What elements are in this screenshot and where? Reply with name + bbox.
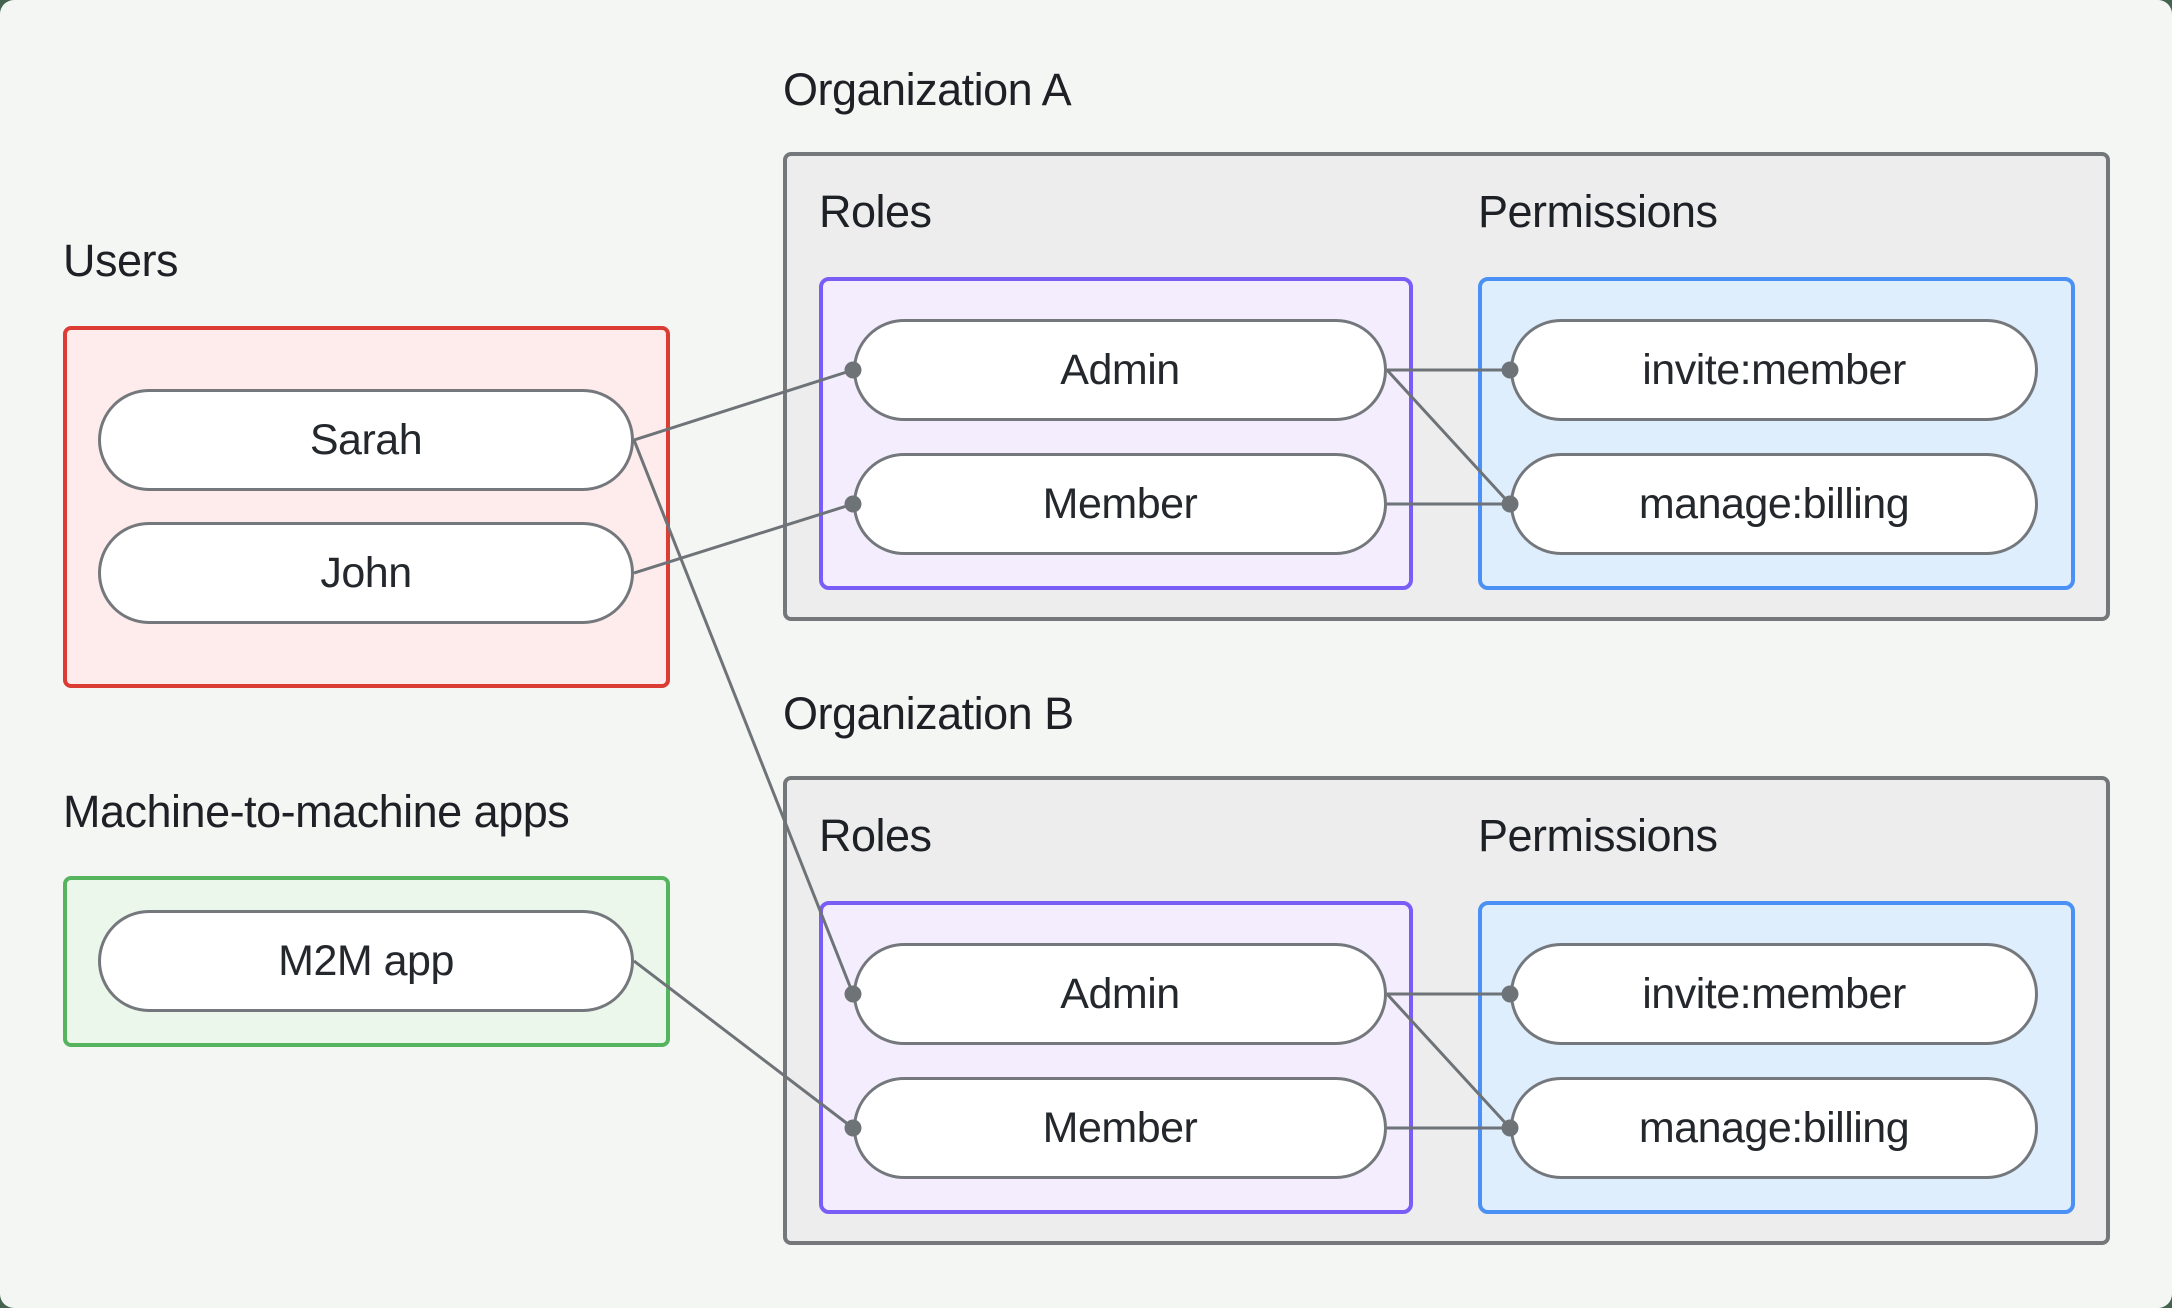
user-pill-sarah-label: Sarah: [309, 415, 423, 464]
m2m-app-pill-label: M2M app: [278, 936, 454, 985]
org-b-role-pill-member: Member: [853, 1077, 1387, 1179]
org-b-role-admin-label: Admin: [1060, 969, 1180, 1018]
org-a-title: Organization A: [783, 64, 1072, 115]
m2m-app-pill: M2M app: [98, 910, 634, 1012]
org-a-permission-invite-label: invite:member: [1642, 345, 1906, 394]
user-pill-john: John: [98, 522, 634, 624]
org-b-role-pill-admin: Admin: [853, 943, 1387, 1045]
org-a-permissions-label: Permissions: [1478, 186, 1718, 237]
org-b-permission-pill-invite-member: invite:member: [1510, 943, 2038, 1045]
org-a-permission-pill-manage-billing: manage:billing: [1510, 453, 2038, 555]
org-a-role-pill-admin: Admin: [853, 319, 1387, 421]
org-a-roles-label: Roles: [819, 186, 932, 237]
org-a-role-admin-label: Admin: [1060, 345, 1180, 394]
org-b-permission-pill-manage-billing: manage:billing: [1510, 1077, 2038, 1179]
users-group-label: Users: [63, 235, 179, 286]
org-b-roles-label: Roles: [819, 810, 932, 861]
m2m-group-label: Machine-to-machine apps: [63, 786, 570, 837]
org-b-role-member-label: Member: [1042, 1103, 1198, 1152]
org-b-permissions-label: Permissions: [1478, 810, 1718, 861]
org-a-permission-billing-label: manage:billing: [1638, 479, 1910, 528]
users-group-box: [63, 326, 670, 688]
org-a-role-pill-member: Member: [853, 453, 1387, 555]
org-b-title: Organization B: [783, 688, 1074, 739]
org-a-permission-pill-invite-member: invite:member: [1510, 319, 2038, 421]
user-pill-sarah: Sarah: [98, 389, 634, 491]
org-b-permission-invite-label: invite:member: [1642, 969, 1906, 1018]
org-a-role-member-label: Member: [1042, 479, 1198, 528]
user-pill-john-label: John: [320, 548, 412, 597]
org-b-permission-billing-label: manage:billing: [1638, 1103, 1910, 1152]
